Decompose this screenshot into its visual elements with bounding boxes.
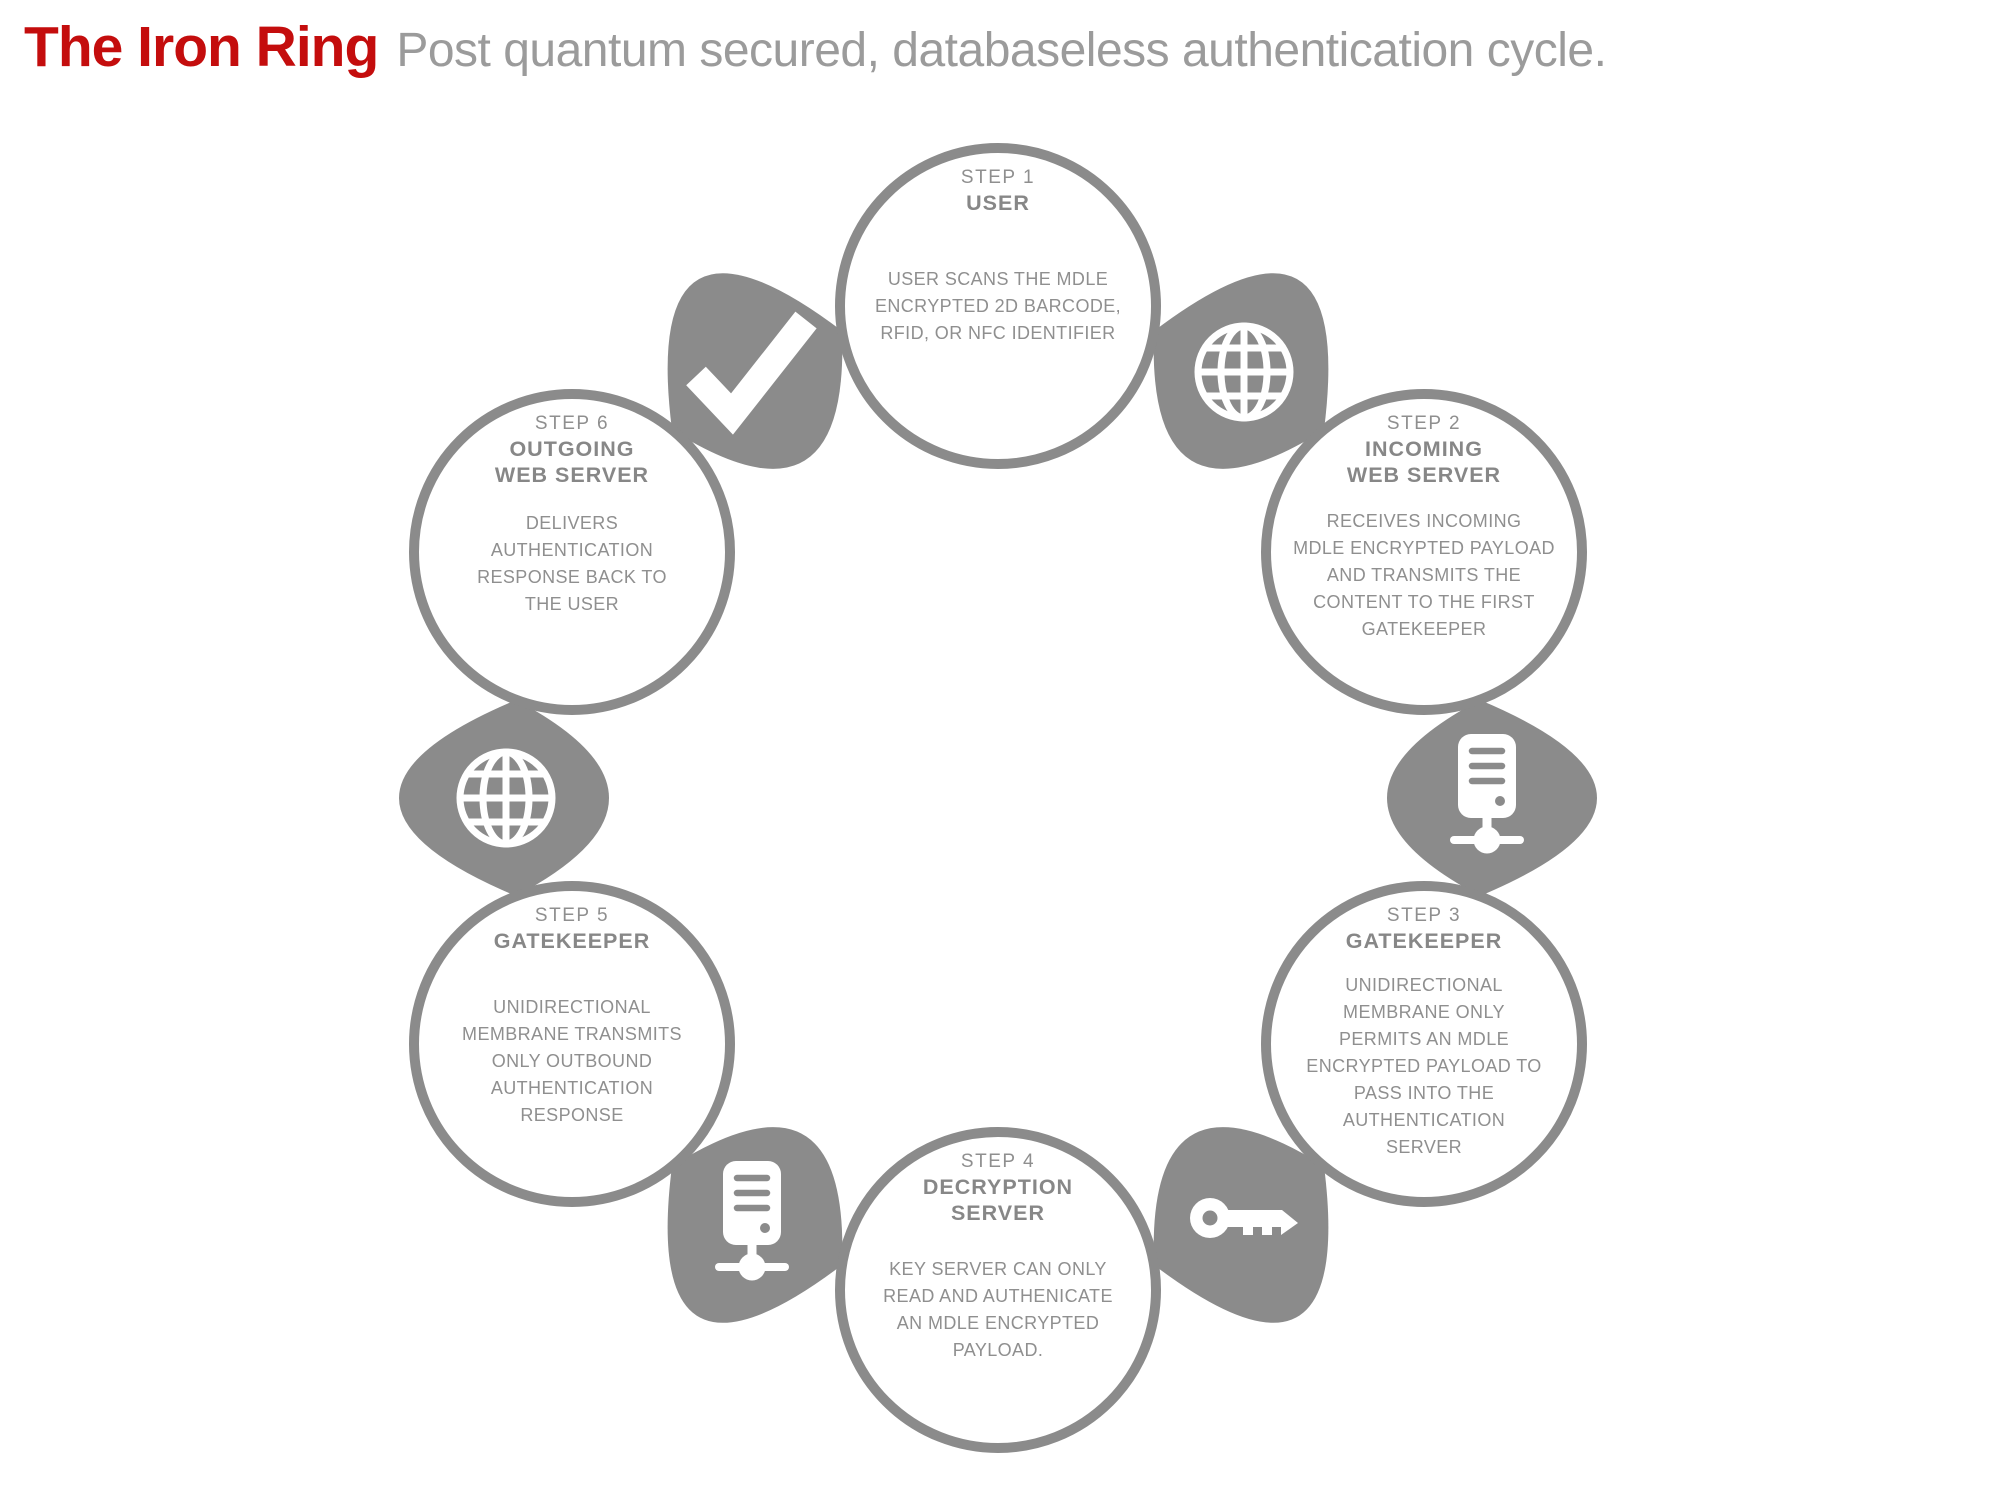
page-header: The Iron Ring Post quantum secured, data… <box>24 14 1607 80</box>
step-description: DELIVERS AUTHENTICATION RESPONSE BACK TO… <box>477 513 667 614</box>
step-name: OUTGOING WEB SERVER <box>494 437 650 487</box>
step-description: UNIDIRECTIONAL MEMBRANE ONLY PERMITS AN … <box>1306 975 1542 1157</box>
step-label: STEP 2 <box>1386 413 1462 434</box>
step-label: STEP 1 <box>960 167 1036 188</box>
globe-icon <box>456 748 556 848</box>
page-title: The Iron Ring <box>24 15 379 79</box>
globe-icon <box>1194 322 1294 422</box>
step-label: STEP 5 <box>534 905 610 926</box>
step-label: STEP 3 <box>1386 905 1462 926</box>
check-icon <box>686 311 817 435</box>
step-description: UNIDIRECTIONAL MEMBRANE TRANSMITS ONLY O… <box>462 997 682 1125</box>
key-icon <box>1190 1198 1298 1238</box>
step-description: USER SCANS THE MDLE ENCRYPTED 2D BARCODE… <box>874 269 1122 343</box>
step-4-circle <box>835 1127 1161 1453</box>
page-subtitle: Post quantum secured, databaseless authe… <box>396 24 1607 77</box>
step-label: STEP 4 <box>960 1151 1036 1172</box>
server-icon <box>1450 734 1524 854</box>
step-description: KEY SERVER CAN ONLY READ AND AUTHENICATE… <box>883 1259 1113 1360</box>
step-3-gatekeeper: STEP 3 GATEKEEPER UNIDIRECTIONAL MEMBRAN… <box>1274 886 1574 1202</box>
step-4-decryption-server: STEP 4 DECRYPTION SERVER KEY SERVER CAN … <box>848 1132 1148 1448</box>
step-name: INCOMING WEB SERVER <box>1346 437 1502 487</box>
step-5-gatekeeper: STEP 5 GATEKEEPER UNIDIRECTIONAL MEMBRAN… <box>422 886 722 1202</box>
step-name: GATEKEEPER <box>1345 929 1503 953</box>
step-1-circle <box>835 143 1161 469</box>
server-icon <box>715 1161 789 1281</box>
step-name: GATEKEEPER <box>493 929 651 953</box>
step-1-user: STEP 1 USER USER SCANS THE MDLE ENCRYPTE… <box>848 148 1148 464</box>
step-5-circle <box>409 881 735 1207</box>
step-3-circle <box>1261 881 1587 1207</box>
step-6-outgoing-web-server: STEP 6 OUTGOING WEB SERVER DELIVERS AUTH… <box>422 394 722 710</box>
step-2-circle <box>1261 389 1587 715</box>
step-2-incoming-web-server: STEP 2 INCOMING WEB SERVER RECEIVES INCO… <box>1274 394 1574 710</box>
step-circles <box>409 143 1587 1453</box>
step-name: DECRYPTION SERVER <box>922 1175 1074 1225</box>
step-name: USER <box>966 191 1030 215</box>
step-label: STEP 6 <box>534 413 610 434</box>
step-description: RECEIVES INCOMING MDLE ENCRYPTED PAYLOAD… <box>1293 511 1555 639</box>
step-6-circle <box>409 389 735 715</box>
